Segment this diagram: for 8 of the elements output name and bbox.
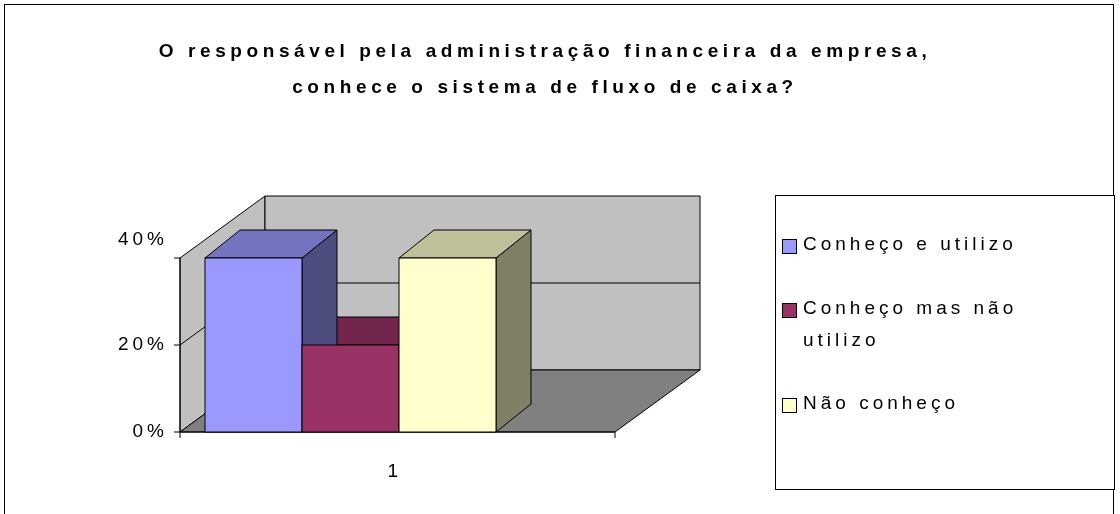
chart-title: O responsável pela administração financeira da empresa, conhece o sistema de fluxo de caixa? <box>157 39 933 99</box>
y-tick-label: 40% <box>117 228 168 250</box>
x-tick-label: 1 <box>387 460 403 482</box>
legend-label: Conheço e utilizo <box>803 232 1017 256</box>
y-tick-label: 0% <box>132 420 168 442</box>
y-tick-label: 20% <box>117 333 168 355</box>
legend-label: Não conheço <box>803 391 959 415</box>
legend-label: Conheço mas não utilizo <box>803 296 1019 352</box>
